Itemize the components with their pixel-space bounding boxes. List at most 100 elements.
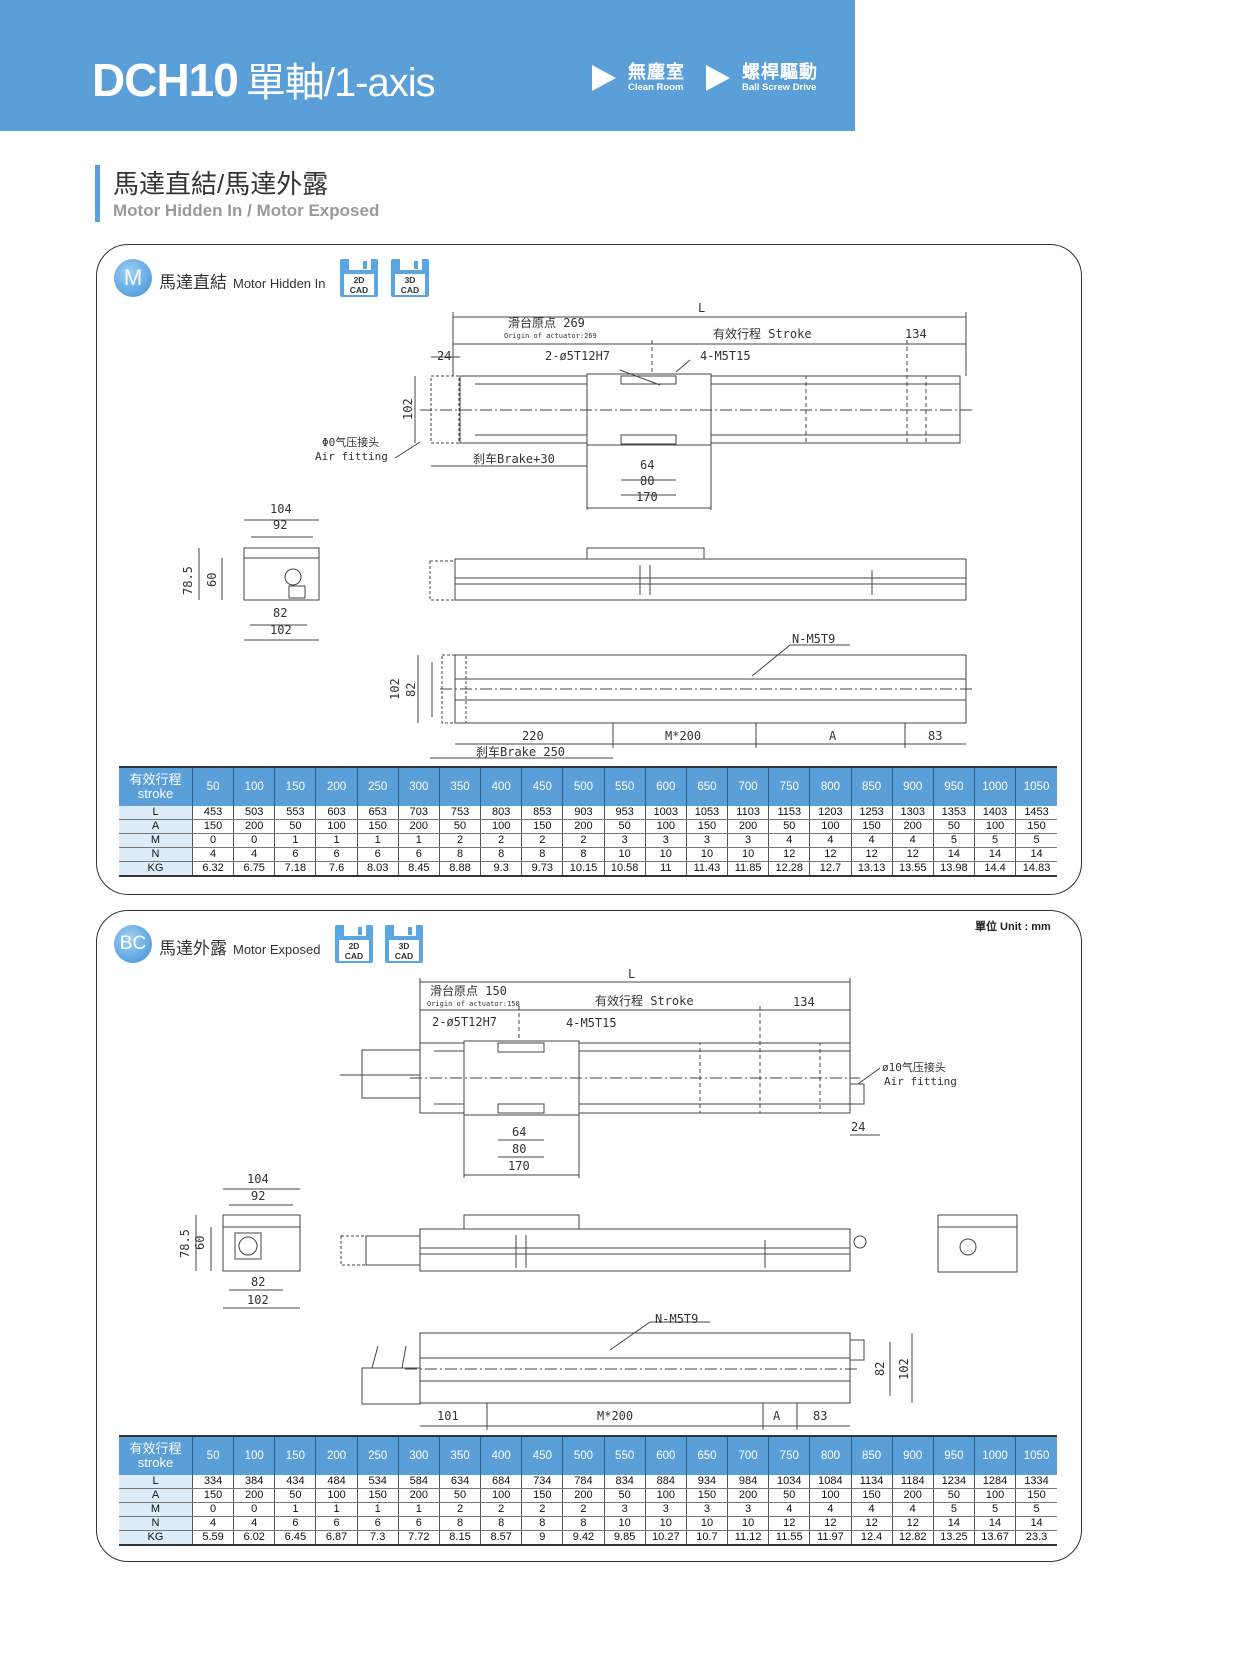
stroke-column-header: 300: [397, 767, 440, 806]
table-cell: 8.45: [397, 861, 440, 877]
table-cell: 4: [768, 1502, 810, 1517]
table-cell: 12: [891, 1516, 934, 1531]
table-cell: 150: [521, 1488, 563, 1503]
table-cell: 12: [850, 847, 893, 862]
cad-label: CAD: [394, 951, 414, 961]
stroke-column-header: 700: [727, 767, 769, 806]
table-cell: 6: [315, 847, 358, 862]
table-cell: 10: [727, 1516, 769, 1531]
table-cell: 903: [562, 806, 605, 820]
table-cell: 1: [356, 1502, 399, 1517]
table-cell: 2: [562, 833, 605, 848]
table-cell: 14: [932, 847, 975, 862]
table-cell: 2: [480, 833, 522, 848]
table-cell: 14: [1015, 1516, 1057, 1531]
table-cell: 334: [191, 1475, 234, 1489]
table-cell: 1: [356, 833, 399, 848]
table-cell: 100: [644, 819, 687, 834]
cad-label: 2D: [353, 275, 365, 285]
table-cell: 50: [603, 819, 646, 834]
table-cell: 1203: [809, 806, 851, 820]
cad-label: CAD: [400, 285, 420, 295]
stroke-column-header: 100: [233, 767, 275, 806]
table-cell: 2: [562, 1502, 605, 1517]
table-cell: 100: [644, 1488, 687, 1503]
model-name: DCH10: [92, 54, 239, 106]
table-cell: 200: [891, 819, 934, 834]
table-cell: 9.3: [480, 861, 522, 877]
table-cell: 14: [973, 847, 1016, 862]
table-cell: 1153: [768, 806, 810, 820]
table-cell: 200: [562, 819, 605, 834]
table-cell: 12: [891, 847, 934, 862]
stroke-column-header: 500: [562, 1436, 605, 1475]
table-cell: 6: [397, 847, 440, 862]
tag-en: Clean Room: [628, 82, 684, 93]
table-cell: 3: [644, 833, 687, 848]
table-cell: 23.3: [1015, 1530, 1057, 1546]
table-cell: 1: [397, 833, 440, 848]
table-cell: 50: [768, 1488, 810, 1503]
stroke-column-header: 250: [356, 767, 399, 806]
table-cell: 784: [562, 1475, 605, 1489]
section-title: 馬達直結/馬達外露: [113, 169, 329, 199]
table-cell: 384: [233, 1475, 275, 1489]
stroke-column-header: 600: [644, 767, 687, 806]
stroke-column-header: 700: [727, 1436, 769, 1475]
table-cell: 6: [274, 1516, 316, 1531]
table-cell: 150: [685, 1488, 728, 1503]
table-cell: 9: [521, 1530, 563, 1546]
stroke-column-header: 600: [644, 1436, 687, 1475]
table-cell: 2: [521, 833, 563, 848]
table-cell: 4: [891, 1502, 934, 1517]
table-cell: 6.32: [191, 861, 234, 877]
table-cell: 603: [315, 806, 358, 820]
table-cell: 3: [603, 1502, 646, 1517]
floppy-disk-icon: [400, 259, 422, 270]
table-cell: 0: [191, 833, 234, 848]
stroke-column-header: 350: [438, 767, 481, 806]
row-label: KG: [119, 861, 193, 877]
table-cell: 703: [397, 806, 440, 820]
table-cell: 10: [603, 847, 646, 862]
row-label: KG: [119, 1530, 193, 1546]
table-cell: 100: [809, 819, 851, 834]
table-cell: 6: [315, 1516, 358, 1531]
table-cell: 150: [850, 1488, 893, 1503]
table-cell: 150: [685, 819, 728, 834]
table-cell: 4: [809, 1502, 851, 1517]
table-cell: 12: [768, 847, 810, 862]
table-cell: 1: [315, 833, 358, 848]
stroke-column-header: 500: [562, 767, 605, 806]
table-cell: 0: [191, 1502, 234, 1517]
table-cell: 9.42: [562, 1530, 605, 1546]
table-cell: 200: [727, 819, 769, 834]
table-cell: 484: [315, 1475, 358, 1489]
table-cell: 1453: [1015, 806, 1057, 820]
stroke-column-header: 800: [809, 767, 851, 806]
table-cell: 1084: [809, 1475, 851, 1489]
table-cell: 4: [233, 847, 275, 862]
table-cell: 12: [768, 1516, 810, 1531]
table-cell: 50: [932, 819, 975, 834]
row-label: L: [119, 806, 193, 820]
table-cell: 4: [191, 1516, 234, 1531]
table-cell: 10.15: [562, 861, 605, 877]
table-cell: 1334: [1015, 1475, 1057, 1489]
table-cell: 10: [685, 847, 728, 862]
table-cell: 12.7: [809, 861, 851, 877]
stroke-column-header: 300: [397, 1436, 440, 1475]
table-cell: 1003: [644, 806, 687, 820]
floppy-disk-icon: [344, 925, 366, 936]
